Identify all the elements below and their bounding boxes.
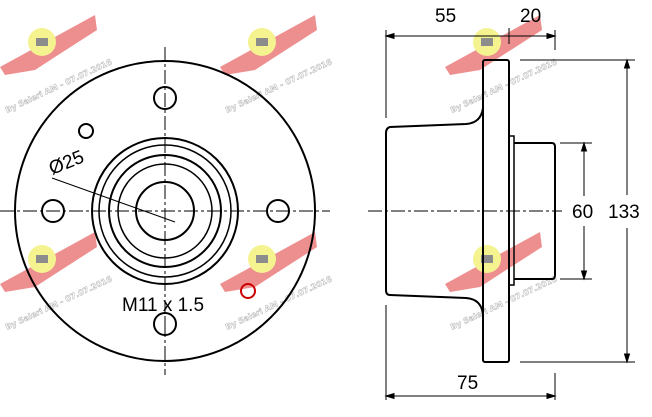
centerlines [0,47,562,375]
thread-label: M11 x 1.5 [122,295,204,316]
watermark-logo [220,15,317,75]
dim-spigot-dia: 60 [572,202,593,223]
dim-hub-length: 55 [435,6,456,27]
small-hole [78,123,94,139]
small-hole-threaded [240,283,256,299]
dim-flange-width: 20 [520,6,541,27]
watermark-logo [220,232,317,292]
watermark-logo [445,232,542,292]
watermark-logo [0,232,97,292]
dim-total-length: 75 [457,373,478,394]
dim-flange-dia: 133 [608,202,640,223]
watermark-layer: By Saleri AM - 07.07.2016 By Saleri AM -… [0,15,559,332]
dimension-lines [51,28,635,400]
watermark-logo [0,15,97,75]
bore-dia-label: Ø25 [46,147,87,180]
watermark-logo [445,15,542,75]
